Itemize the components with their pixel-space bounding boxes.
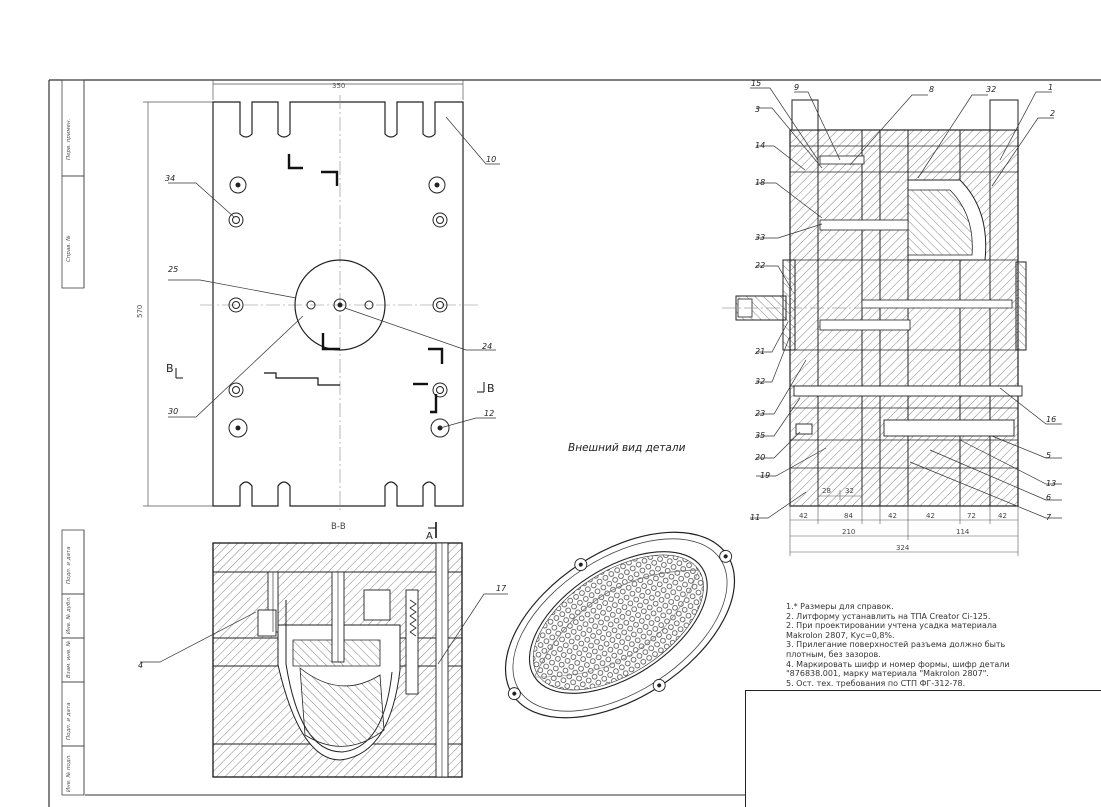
callout-8: 8 <box>929 85 934 94</box>
dim-42-a: 42 <box>799 512 808 520</box>
dim-84: 84 <box>844 512 853 520</box>
callout-21: 21 <box>755 347 765 356</box>
callout-25: 25 <box>168 265 178 274</box>
callout-12: 12 <box>484 409 494 418</box>
stamp-label-2: Справ. № <box>66 235 72 262</box>
stamp-label-4: Инв. № дубл. <box>66 596 72 634</box>
callout-11: 11 <box>750 513 760 522</box>
callout-2: 2 <box>1050 109 1055 118</box>
note-1: 1.* Размеры для справок. <box>786 602 894 611</box>
section-mark-left: В <box>166 362 174 375</box>
note-4: 3. Прилегание поверхностей разъема должн… <box>786 640 1006 659</box>
callout-4: 4 <box>138 661 143 670</box>
dim-324: 324 <box>896 544 910 552</box>
callout-23: 23 <box>755 409 765 418</box>
callout-33: 33 <box>755 233 765 242</box>
stamp-label-3: Подп. и дата <box>66 546 72 584</box>
note-5: 4. Маркировать шифр и номер формы, шифр … <box>786 659 1010 679</box>
callout-13: 13 <box>1046 479 1056 488</box>
technical-notes: 1.* Размеры для справок. 2. Литформу уст… <box>786 602 1036 688</box>
note-2: 2. Литформу устанавлить на ТПА Creator C… <box>786 611 991 621</box>
part-caption: Внешний вид детали <box>568 442 686 454</box>
callout-6: 6 <box>1046 493 1051 502</box>
plan-view <box>143 80 500 512</box>
dim-42-c: 42 <box>926 512 935 520</box>
section-cut-marks <box>287 154 444 414</box>
section-aa-view <box>722 87 1062 556</box>
callout-34: 34 <box>165 174 175 183</box>
callout-22: 22 <box>755 261 765 270</box>
stamp-label-5: Взам. инв. № <box>66 640 72 678</box>
callout-15: 15 <box>751 79 761 88</box>
callout-32-bottom: 32 <box>755 377 765 386</box>
dim-72: 72 <box>967 512 976 520</box>
dim-32: 32 <box>845 487 854 495</box>
part-isometric-view <box>504 531 736 719</box>
callout-7: 7 <box>1046 513 1052 522</box>
callout-5: 5 <box>1046 451 1051 460</box>
callout-16: 16 <box>1046 415 1056 424</box>
cut-mark-a: А <box>426 531 433 542</box>
dim-28: 28 <box>822 487 831 495</box>
stamp-column <box>61 79 85 796</box>
callout-1: 1 <box>1048 83 1053 92</box>
callout-3: 3 <box>755 105 760 114</box>
callout-18: 18 <box>755 178 765 187</box>
callout-10: 10 <box>486 155 496 164</box>
callout-19: 19 <box>760 471 770 480</box>
section-marker-b <box>175 368 485 393</box>
dim-42-d: 42 <box>998 512 1007 520</box>
plate-outline <box>212 101 464 507</box>
section-bb-view <box>140 522 508 778</box>
stamp-label-6: Подп. и дата <box>66 702 72 740</box>
callout-9: 9 <box>794 83 799 92</box>
title-block <box>745 690 1101 807</box>
dim-42-b: 42 <box>888 512 897 520</box>
stamp-label-7: Инв. № подл. <box>66 754 72 792</box>
dim-plan-height: 570 <box>136 305 144 318</box>
dim-210: 210 <box>842 528 855 536</box>
callout-32-top: 32 <box>986 85 996 94</box>
note-6: 5. Ост. тех. требования по СТП ФГ-312-78… <box>786 678 966 688</box>
bolt-holes <box>228 176 450 438</box>
dim-114: 114 <box>956 528 970 536</box>
stamp-label-1: Перв. примен. <box>66 118 72 160</box>
section-mark-right: В <box>487 382 495 395</box>
note-3: 2. При проектировании учтена усадка мате… <box>786 621 997 640</box>
callout-30: 30 <box>168 407 178 416</box>
callout-17: 17 <box>496 584 507 593</box>
callout-35: 35 <box>755 431 765 440</box>
callout-14: 14 <box>755 141 765 150</box>
section-bb-label: В-В <box>331 522 346 532</box>
callout-20: 20 <box>755 453 765 462</box>
callout-24: 24 <box>482 342 492 351</box>
dim-plan-width: 350 <box>332 82 345 90</box>
